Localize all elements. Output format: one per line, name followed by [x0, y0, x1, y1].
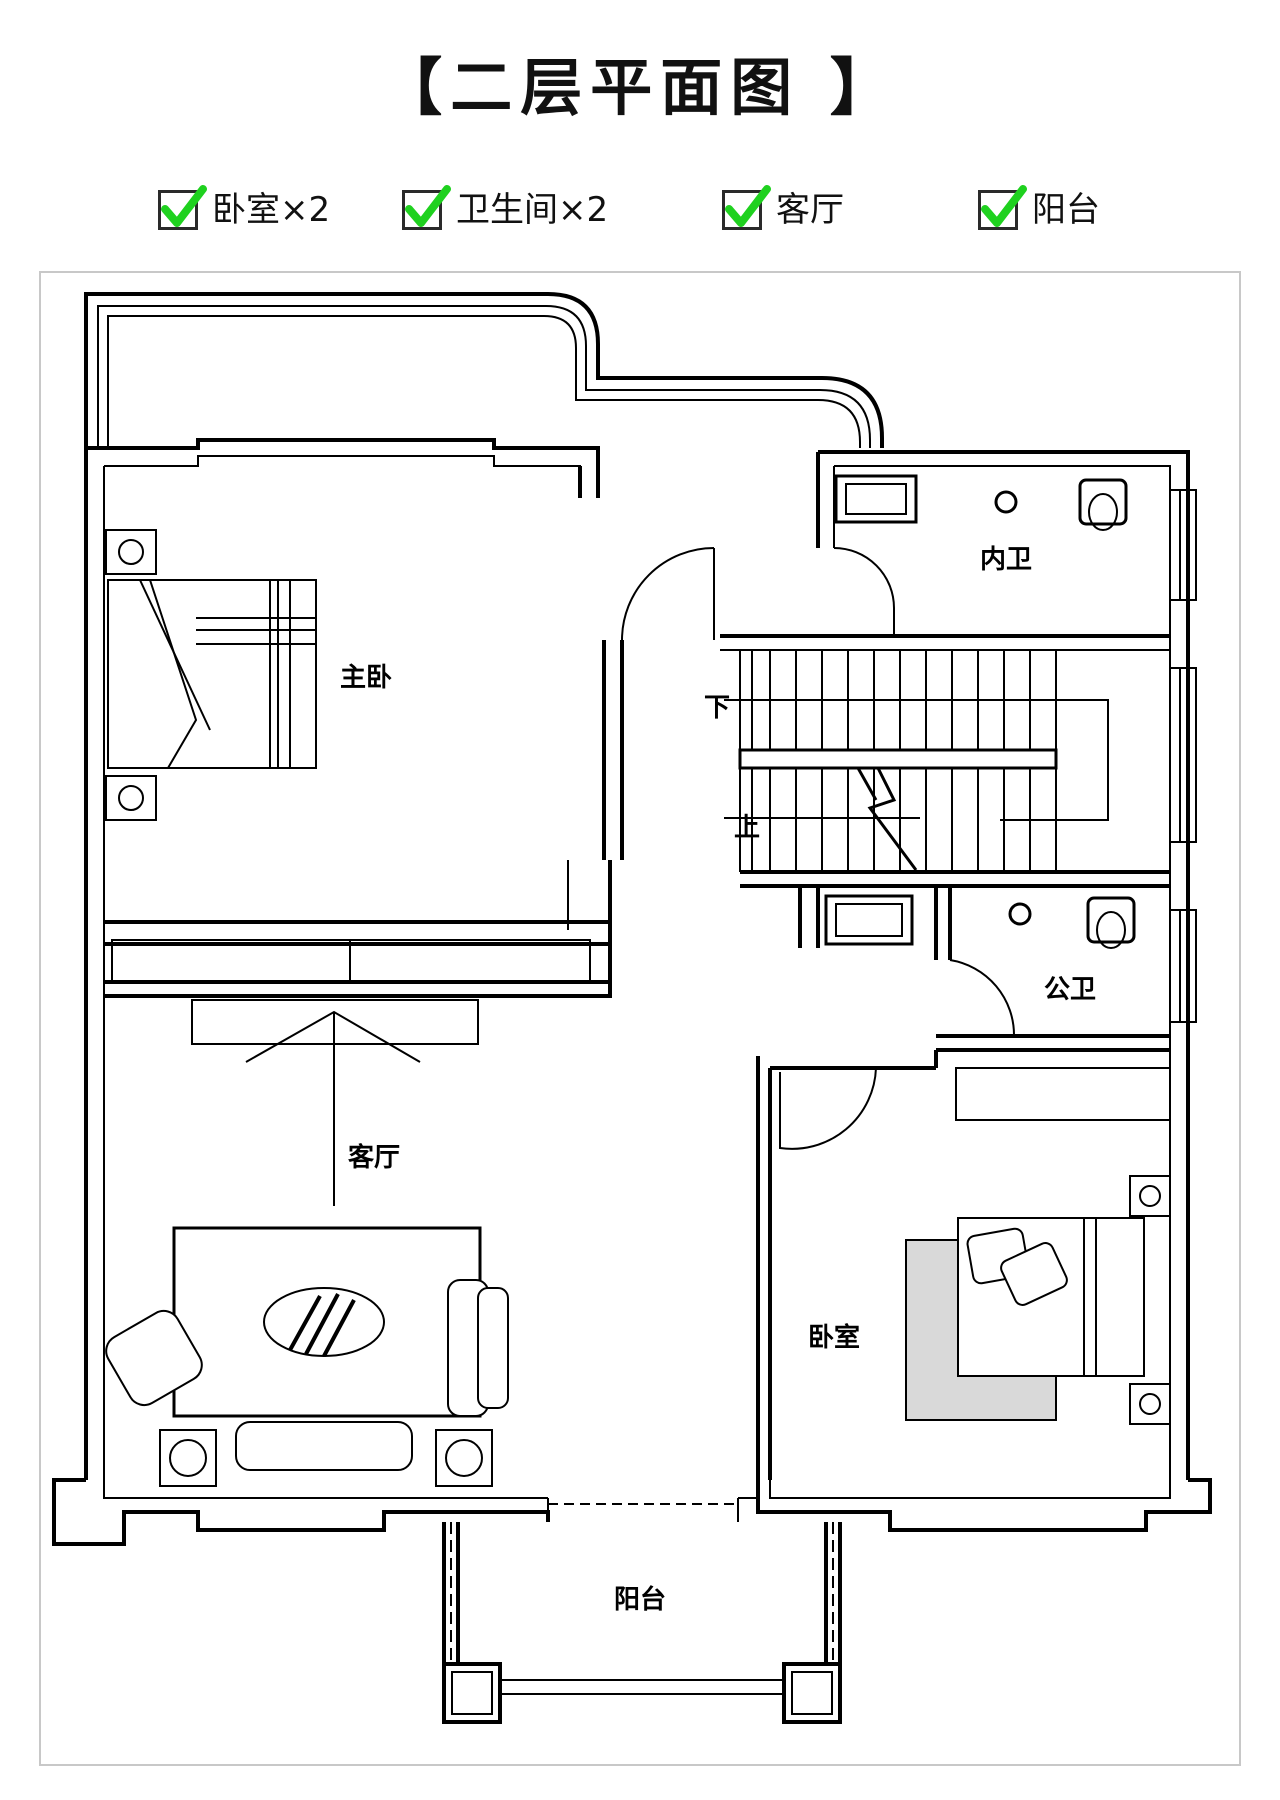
balcony-pillar — [791, 1671, 833, 1715]
exterior-wall — [818, 450, 1190, 1480]
label-master-bedroom: 主卧 — [340, 663, 392, 693]
master-bed — [105, 529, 317, 821]
terrace-railing-inner — [107, 315, 861, 448]
exterior-wall-inner — [103, 1480, 548, 1499]
door-swing — [833, 547, 895, 636]
door-swing — [779, 1067, 877, 1150]
legend-item-bathroom: 卫生间×2 — [402, 184, 608, 236]
checkmark-icon — [978, 185, 1027, 230]
exterior-wall-inner — [834, 465, 1171, 1480]
bedroom-bed — [905, 1175, 1171, 1425]
label-stairs-down: 下 — [704, 693, 730, 723]
wall — [756, 1056, 772, 1480]
living-room-furniture — [105, 999, 509, 1487]
public-bath-fixtures — [824, 894, 1136, 949]
plan-title: 【二层平面图 】 — [380, 51, 900, 124]
door-swing — [949, 959, 1016, 1037]
legend-label: 卧室×2 — [212, 190, 331, 230]
exterior-wall — [756, 1478, 1212, 1532]
checkmark-icon — [402, 185, 451, 230]
wall — [740, 870, 1170, 888]
legend-item-balcony: 阳台 — [978, 184, 1100, 236]
door-swing — [621, 547, 715, 641]
legend-item-bedroom: 卧室×2 — [158, 184, 330, 236]
terrace-railing-inner — [97, 305, 871, 448]
legend-label: 卫生间×2 — [456, 190, 609, 230]
wall — [737, 1497, 758, 1522]
label-living-room: 客厅 — [348, 1142, 400, 1173]
inner-bath-fixtures — [834, 474, 1128, 531]
stair-landing-rail — [738, 748, 1058, 770]
legend-label: 阳台 — [1032, 190, 1100, 230]
stair-path — [724, 699, 1109, 821]
exterior-wall — [52, 1478, 550, 1546]
wall — [602, 640, 624, 860]
terrace-railing — [84, 292, 884, 448]
exterior-wall — [86, 438, 600, 498]
wall — [770, 1050, 938, 1070]
checkmark-icon — [158, 185, 207, 230]
plan-frame — [39, 271, 1241, 1766]
label-public-bath: 公卫 — [1044, 975, 1096, 1005]
stair-break-line — [867, 767, 918, 871]
legend-label: 客厅 — [776, 190, 844, 230]
label-balcony: 阳台 — [614, 1584, 666, 1615]
balcony-railing — [442, 1522, 842, 1664]
checkmark-icon — [722, 185, 771, 230]
balcony-railing — [450, 1522, 834, 1664]
label-stairs-up: 上 — [734, 813, 760, 843]
balcony-railing — [500, 1679, 784, 1695]
wardrobe — [955, 1067, 1171, 1121]
exterior-wall-inner — [769, 1480, 1171, 1499]
window — [1170, 489, 1197, 601]
wall — [104, 980, 612, 998]
window — [1170, 667, 1197, 843]
exterior-wall-inner — [104, 455, 581, 498]
window — [1170, 909, 1197, 1023]
wall — [934, 886, 952, 960]
label-bedroom: 卧室 — [808, 1322, 860, 1353]
stair-break-line — [856, 767, 878, 801]
room-legend: 卧室×2 卫生间×2 客厅 阳台 — [0, 184, 1280, 236]
wall — [936, 1034, 1170, 1052]
wall — [798, 886, 820, 948]
label-inner-bath: 内卫 — [980, 545, 1032, 575]
legend-item-living-room: 客厅 — [722, 184, 844, 236]
balcony-pillar — [451, 1671, 493, 1715]
